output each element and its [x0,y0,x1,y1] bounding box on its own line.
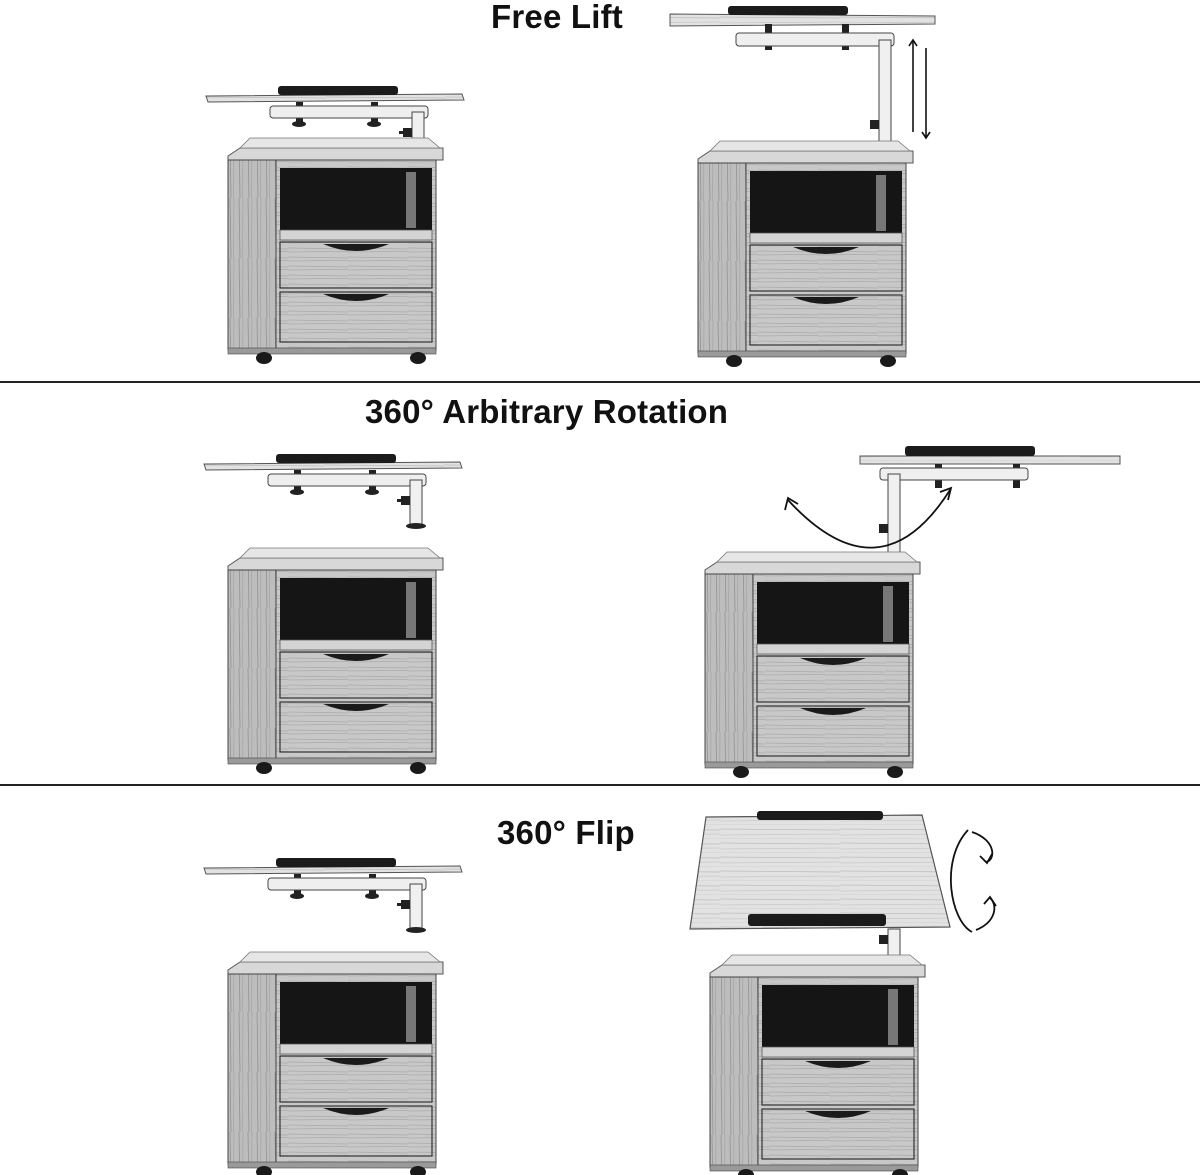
curved-rotation-arrow-icon [784,486,953,549]
circular-flip-arrow-icon [950,829,997,933]
section-divider [0,784,1200,786]
section-title-arbitrary-rotation: 360° Arbitrary Rotation [365,393,729,430]
cabinet-flipped [689,811,951,1175]
section-title-flip: 360° Flip [497,814,635,851]
cabinet-lifted [669,6,936,368]
section-title-free-lift: Free Lift [491,0,623,35]
cabinet-default-1 [205,85,465,365]
section-divider [0,381,1200,383]
cabinet-default-3 [203,857,463,1175]
cabinet-rotated [704,446,1121,779]
cabinet-default-2 [203,453,463,775]
up-down-arrows-icon [908,38,931,140]
